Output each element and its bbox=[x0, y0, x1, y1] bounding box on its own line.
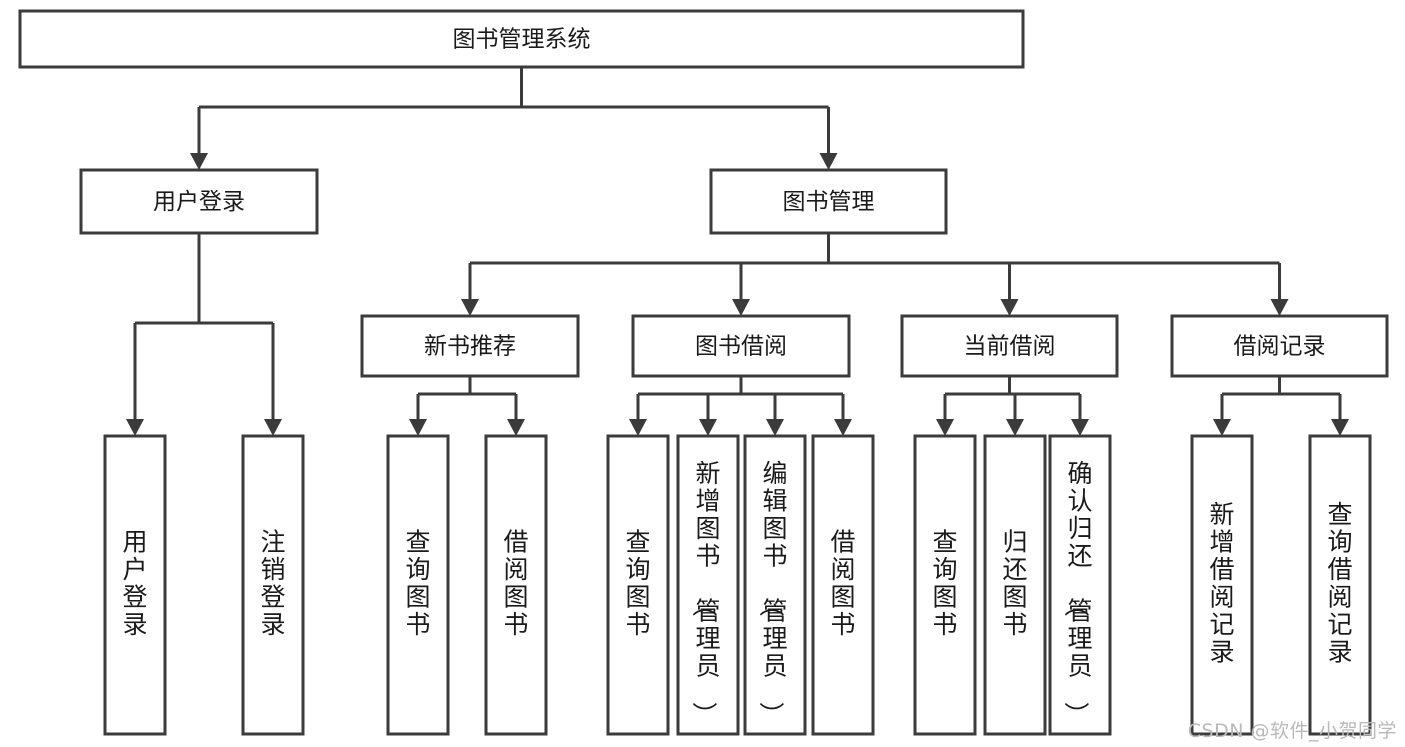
node-label: 图书管理系统 bbox=[453, 27, 591, 53]
arrow-head bbox=[936, 419, 954, 436]
node-label: 注销登录 bbox=[260, 528, 285, 640]
node-box[interactable] bbox=[79, 168, 319, 235]
connector-group-图书管理系统 bbox=[190, 67, 838, 170]
connector-group-当前借阅 bbox=[936, 376, 1089, 436]
arrow-head bbox=[507, 419, 525, 436]
arrow-head bbox=[409, 419, 427, 436]
connector-group-图书管理 bbox=[461, 233, 1289, 316]
node-查询借阅记录-l4[interactable]: 查询借阅记录 bbox=[1308, 434, 1372, 736]
node-label: 用户登录 bbox=[153, 189, 245, 215]
connector-group-图书借阅 bbox=[629, 376, 852, 436]
node-box[interactable] bbox=[606, 434, 670, 736]
node-label: 用户登录 bbox=[122, 528, 147, 640]
node-label: 查询图书 bbox=[625, 528, 650, 640]
connector-group-借阅记录 bbox=[1213, 376, 1349, 436]
node-box[interactable] bbox=[631, 314, 851, 378]
arrow-head bbox=[461, 299, 479, 316]
node-box[interactable] bbox=[913, 434, 977, 736]
node-box[interactable] bbox=[103, 434, 167, 736]
node-label: 借阅记录 bbox=[1234, 334, 1326, 360]
arrow-head bbox=[1006, 419, 1024, 436]
node-图书管理-l2[interactable]: 图书管理 bbox=[709, 168, 948, 235]
node-注销登录-l4[interactable]: 注销登录 bbox=[241, 434, 305, 736]
node-label: 查询借阅记录 bbox=[1327, 500, 1352, 667]
arrow-head bbox=[819, 153, 838, 170]
node-label: 确认归还（管理员） bbox=[1061, 459, 1092, 727]
node-查询图书-l4[interactable]: 查询图书 bbox=[386, 434, 450, 736]
node-查询图书-l4[interactable]: 查询图书 bbox=[606, 434, 670, 736]
node-box[interactable] bbox=[360, 314, 580, 378]
node-box[interactable] bbox=[983, 434, 1047, 736]
node-新增图书管理员-l4[interactable]: 新增图书（管理员） bbox=[676, 434, 740, 736]
connector-group-新书推荐 bbox=[409, 376, 525, 436]
arrow-head bbox=[629, 419, 647, 436]
node-label: 查询图书 bbox=[405, 528, 430, 640]
arrow-head bbox=[190, 153, 208, 170]
node-label: 新增图书（管理员） bbox=[689, 459, 720, 727]
node-box[interactable] bbox=[743, 434, 807, 736]
arrow-head bbox=[264, 419, 282, 436]
node-label: 编辑图书（管理员） bbox=[756, 459, 787, 727]
node-layer: 图书管理系统用户登录图书管理新书推荐图书借阅当前借阅借阅记录用户登录注销登录查询… bbox=[18, 9, 1389, 736]
node-新书推荐-l3[interactable]: 新书推荐 bbox=[360, 314, 580, 378]
connector-group-用户登录 bbox=[126, 233, 282, 436]
node-box[interactable] bbox=[1048, 434, 1112, 736]
node-label: 借阅图书 bbox=[830, 528, 855, 640]
node-box[interactable] bbox=[1170, 314, 1389, 378]
node-label: 查询图书 bbox=[932, 528, 957, 640]
arrow-head bbox=[1270, 299, 1289, 316]
node-图书管理系统-l1[interactable]: 图书管理系统 bbox=[18, 9, 1025, 69]
node-新增借阅记录-l4[interactable]: 新增借阅记录 bbox=[1190, 434, 1254, 736]
arrow-head bbox=[1331, 419, 1349, 436]
node-确认归还管理员-l4[interactable]: 确认归还（管理员） bbox=[1048, 434, 1112, 736]
arrow-head bbox=[699, 419, 717, 436]
node-box[interactable] bbox=[709, 168, 948, 235]
arrow-head bbox=[1000, 299, 1019, 316]
node-box[interactable] bbox=[386, 434, 450, 736]
node-label: 归还图书 bbox=[1002, 528, 1027, 640]
arrow-head bbox=[1213, 419, 1231, 436]
node-box[interactable] bbox=[1308, 434, 1372, 736]
arrow-head bbox=[126, 419, 144, 436]
node-label: 新增借阅记录 bbox=[1209, 500, 1234, 667]
node-box[interactable] bbox=[1190, 434, 1254, 736]
arrow-head bbox=[766, 419, 784, 436]
node-图书借阅-l3[interactable]: 图书借阅 bbox=[631, 314, 851, 378]
node-box[interactable] bbox=[676, 434, 740, 736]
arrow-head bbox=[1071, 419, 1089, 436]
node-借阅记录-l3[interactable]: 借阅记录 bbox=[1170, 314, 1389, 378]
node-label: 图书借阅 bbox=[695, 334, 787, 360]
node-归还图书-l4[interactable]: 归还图书 bbox=[983, 434, 1047, 736]
node-label: 借阅图书 bbox=[503, 528, 528, 640]
edge-layer bbox=[126, 67, 1349, 436]
node-当前借阅-l3[interactable]: 当前借阅 bbox=[900, 314, 1119, 378]
node-查询图书-l4[interactable]: 查询图书 bbox=[913, 434, 977, 736]
node-box[interactable] bbox=[18, 9, 1025, 69]
node-label: 当前借阅 bbox=[964, 334, 1056, 360]
node-label: 新书推荐 bbox=[424, 334, 516, 360]
node-编辑图书管理员-l4[interactable]: 编辑图书（管理员） bbox=[743, 434, 807, 736]
arrow-head bbox=[834, 419, 852, 436]
node-借阅图书-l4[interactable]: 借阅图书 bbox=[811, 434, 875, 736]
node-box[interactable] bbox=[484, 434, 548, 736]
node-label: 图书管理 bbox=[783, 189, 875, 215]
arrow-head bbox=[732, 299, 750, 316]
node-用户登录-l4[interactable]: 用户登录 bbox=[103, 434, 167, 736]
node-box[interactable] bbox=[900, 314, 1119, 378]
node-box[interactable] bbox=[241, 434, 305, 736]
node-借阅图书-l4[interactable]: 借阅图书 bbox=[484, 434, 548, 736]
node-用户登录-l2[interactable]: 用户登录 bbox=[79, 168, 319, 235]
node-box[interactable] bbox=[811, 434, 875, 736]
